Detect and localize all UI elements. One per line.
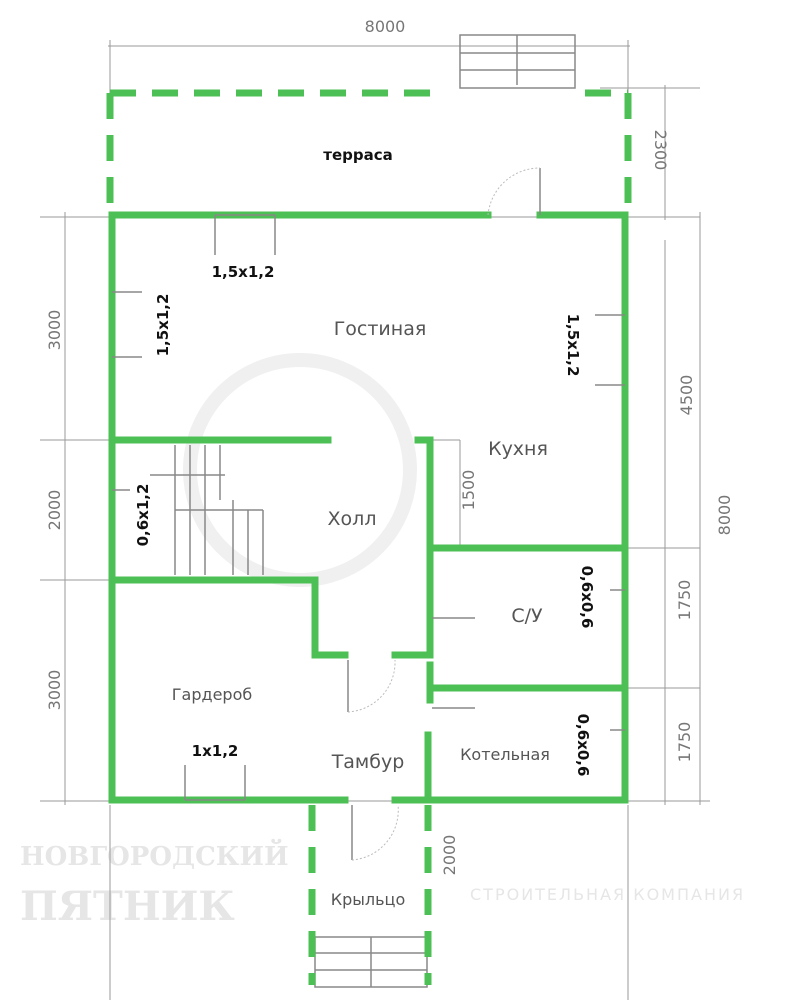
window-label-living-top: 1,5x1,2 — [212, 263, 275, 281]
window-label-hall-left: 0,6x1,2 — [134, 484, 152, 547]
dim-left-living: 3000 — [45, 310, 64, 351]
room-label-terrace: терраса — [323, 146, 392, 164]
dim-right-upper: 4500 — [677, 375, 696, 416]
dim-kitchen-inner: 1500 — [459, 470, 478, 511]
room-label-boiler: Котельная — [460, 745, 550, 764]
dim-right-bath: 1750 — [675, 580, 694, 621]
watermark-line3: СТРОИТЕЛЬНАЯ КОМПАНИЯ — [470, 885, 745, 904]
porch-outline — [308, 805, 432, 985]
dim-right-total: 8000 — [715, 495, 734, 536]
window-label-boiler-right: 0,6x0,6 — [574, 714, 592, 777]
watermark: НОВГОРОДСКИЙ ПЯТНИК СТРОИТЕЛЬНАЯ КОМПАНИ… — [20, 353, 745, 930]
room-label-living: Гостиная — [334, 318, 427, 340]
window-label-living-right: 1,5x1,2 — [564, 314, 582, 377]
window-label-wardrobe-bottom: 1x1,2 — [192, 742, 239, 760]
room-label-hall: Холл — [328, 508, 377, 530]
dim-top-width: 8000 — [365, 17, 406, 36]
watermark-logo — [183, 353, 417, 587]
watermark-line1: НОВГОРОДСКИЙ — [20, 839, 289, 872]
window-label-bath-right: 0,6x0,6 — [578, 566, 596, 629]
dim-porch-depth: 2000 — [440, 835, 459, 876]
room-label-vestibule: Тамбур — [331, 751, 405, 773]
windows — [112, 214, 625, 801]
terrace-stairs — [459, 34, 576, 89]
dim-right-boiler: 1750 — [675, 722, 694, 763]
dim-left-wardrobe: 3000 — [45, 670, 64, 711]
dim-left-hall: 2000 — [45, 490, 64, 531]
room-label-bathroom: С/У — [511, 605, 543, 627]
room-label-porch: Крыльцо — [331, 890, 405, 909]
porch-stairs — [314, 936, 428, 988]
interior-staircase — [150, 445, 264, 575]
room-label-wardrobe: Гардероб — [172, 685, 252, 704]
doors — [347, 167, 541, 861]
watermark-line2: ПЯТНИК — [20, 883, 235, 930]
room-label-kitchen: Кухня — [488, 438, 548, 460]
window-label-living-left: 1,5x1,2 — [154, 294, 172, 357]
terrace-outline — [106, 89, 632, 215]
dim-terrace-depth: 2300 — [651, 130, 670, 171]
